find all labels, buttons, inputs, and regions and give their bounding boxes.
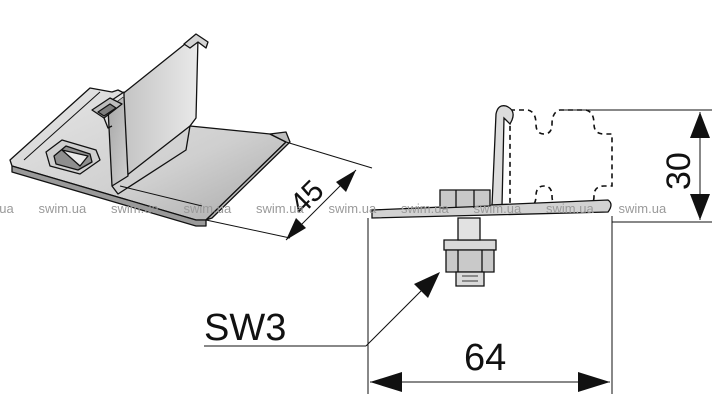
- isometric-view: [9, 33, 291, 227]
- watermark-text: swim.ua: [619, 201, 667, 216]
- dashed-profile: [509, 109, 613, 209]
- bracket-base: [371, 199, 612, 219]
- bracket-leg: [491, 105, 514, 207]
- watermark-text: swim.ua: [39, 201, 87, 216]
- bolt-washer: [443, 239, 497, 251]
- top-nut: [439, 189, 491, 209]
- height-dimension: 30: [560, 109, 712, 223]
- width-label: 64: [464, 337, 506, 379]
- base-plate-edge: [11, 165, 207, 227]
- watermark-text: swim.ua: [184, 201, 232, 216]
- watermark-text: swim.ua: [0, 201, 14, 216]
- watermark-row: swim.ua swim.ua swim.ua swim.ua swim.ua swim.…: [0, 201, 667, 216]
- watermark-text: swim.ua: [401, 201, 449, 216]
- bolt-nut: [445, 249, 495, 273]
- bolt-tip: [455, 271, 485, 287]
- part-leader: SW3: [204, 272, 440, 349]
- watermark-text: swim.ua: [474, 201, 522, 216]
- watermark-text: swim.ua: [546, 201, 594, 216]
- height-label: 30: [660, 152, 698, 190]
- part-label: SW3: [204, 307, 286, 349]
- watermark-text: swim.ua: [256, 201, 304, 216]
- side-view: [371, 105, 613, 287]
- width-dimension: 64: [367, 216, 613, 394]
- rail-hook: [183, 33, 209, 49]
- bolt-shank: [457, 217, 481, 241]
- watermark-text: swim.ua: [329, 201, 377, 216]
- watermark-text: swim.ua: [111, 201, 159, 216]
